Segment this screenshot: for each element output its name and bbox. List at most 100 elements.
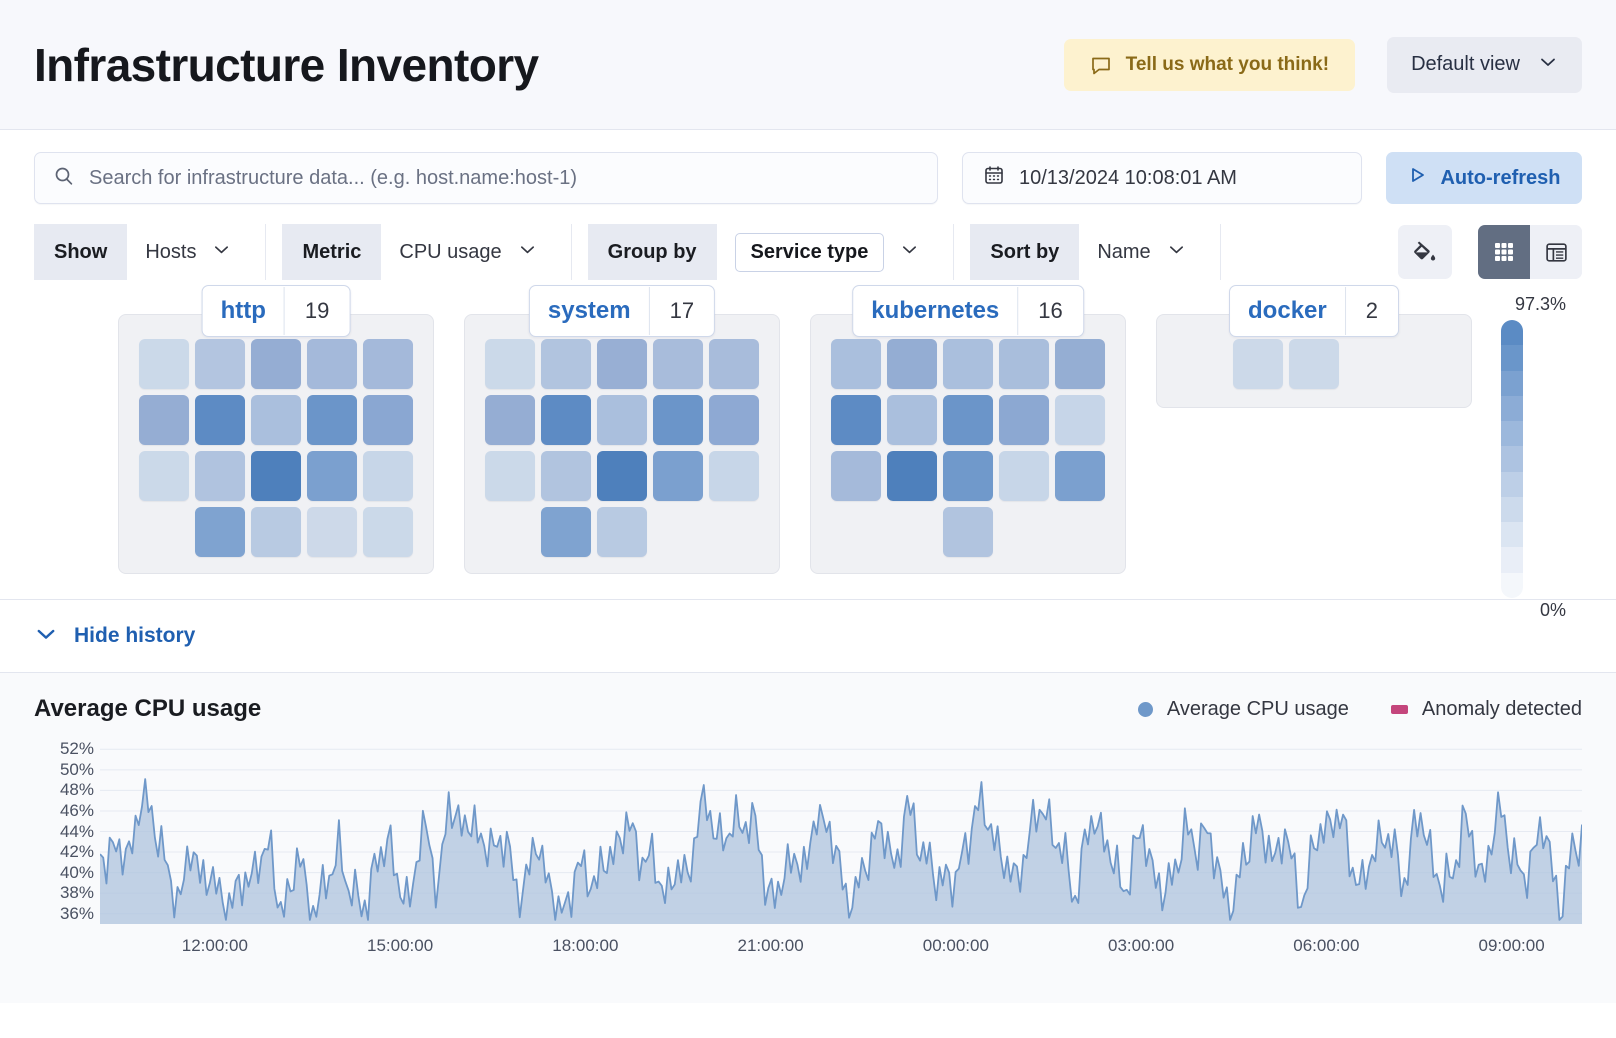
host-cell[interactable] bbox=[831, 339, 881, 389]
host-cell[interactable] bbox=[363, 507, 413, 557]
host-cell[interactable] bbox=[251, 339, 301, 389]
group-name-link[interactable]: kubernetes bbox=[871, 297, 1000, 324]
host-cell[interactable] bbox=[195, 451, 245, 501]
legend-item-average-cpu-usage[interactable]: Average CPU usage bbox=[1137, 698, 1349, 721]
host-cell[interactable] bbox=[597, 339, 647, 389]
host-cell[interactable] bbox=[307, 395, 357, 445]
group-name-link[interactable]: docker bbox=[1248, 297, 1327, 324]
legend-step bbox=[1501, 547, 1523, 573]
group-name-link[interactable]: system bbox=[547, 297, 631, 324]
filter-show-value[interactable]: Hosts bbox=[127, 224, 249, 280]
filter-metric-label: Metric bbox=[282, 224, 382, 280]
host-cell[interactable] bbox=[139, 395, 189, 445]
default-view-button[interactable]: Default view bbox=[1387, 36, 1582, 93]
y-axis-tick: 38% bbox=[59, 883, 94, 903]
host-cell[interactable] bbox=[541, 395, 591, 445]
host-cell[interactable] bbox=[887, 451, 937, 501]
history-toggle[interactable]: Hide history bbox=[0, 600, 1616, 673]
host-cell[interactable] bbox=[541, 451, 591, 501]
waffle-grid bbox=[139, 339, 413, 557]
search-box[interactable] bbox=[34, 152, 938, 204]
host-cell[interactable] bbox=[307, 507, 357, 557]
host-cell[interactable] bbox=[195, 339, 245, 389]
x-axis-tick: 18:00:00 bbox=[552, 936, 619, 955]
play-icon bbox=[1407, 165, 1427, 191]
filter-metric-value[interactable]: CPU usage bbox=[381, 224, 554, 280]
host-cell[interactable] bbox=[999, 339, 1049, 389]
chart-body[interactable]: 52%50%48%46%44%42%40%38%36% bbox=[34, 739, 1582, 924]
host-cell[interactable] bbox=[363, 339, 413, 389]
host-cell[interactable] bbox=[831, 395, 881, 445]
host-cell[interactable] bbox=[653, 339, 703, 389]
host-cell[interactable] bbox=[485, 395, 535, 445]
feedback-button[interactable]: Tell us what you think! bbox=[1063, 38, 1356, 91]
y-axis-tick: 50% bbox=[59, 759, 94, 779]
host-cell[interactable] bbox=[485, 339, 535, 389]
host-cell[interactable] bbox=[887, 339, 937, 389]
host-cell[interactable] bbox=[999, 451, 1049, 501]
host-cell[interactable] bbox=[363, 451, 413, 501]
host-cell[interactable] bbox=[1055, 395, 1105, 445]
chart-area-fill bbox=[100, 779, 1582, 924]
host-cell[interactable] bbox=[307, 451, 357, 501]
y-axis-tick: 46% bbox=[59, 800, 94, 820]
search-input[interactable] bbox=[89, 166, 919, 190]
host-cell[interactable] bbox=[1055, 451, 1105, 501]
filter-show-value-text: Hosts bbox=[145, 240, 197, 263]
host-cell[interactable] bbox=[943, 507, 993, 557]
host-cell[interactable] bbox=[597, 451, 647, 501]
host-cell[interactable] bbox=[943, 451, 993, 501]
y-axis-tick: 40% bbox=[59, 862, 94, 882]
host-cell[interactable] bbox=[999, 395, 1049, 445]
host-cell[interactable] bbox=[943, 339, 993, 389]
grid-view-icon[interactable] bbox=[1478, 225, 1530, 279]
host-cell[interactable] bbox=[709, 395, 759, 445]
y-axis-tick: 36% bbox=[59, 903, 94, 923]
filter-group-by-value[interactable]: Service type bbox=[717, 224, 938, 280]
host-cell[interactable] bbox=[1233, 339, 1283, 389]
filter-group-by-label: Group by bbox=[587, 224, 717, 280]
filter-sort-by-value[interactable]: Name bbox=[1079, 224, 1203, 280]
chevron-down-icon bbox=[900, 240, 919, 265]
filter-group-by: Group by Service type bbox=[587, 224, 955, 280]
host-cell[interactable] bbox=[541, 507, 591, 557]
group-name-link[interactable]: http bbox=[220, 297, 266, 324]
host-cell[interactable] bbox=[485, 451, 535, 501]
host-cell[interactable] bbox=[1055, 339, 1105, 389]
auto-refresh-button[interactable]: Auto-refresh bbox=[1386, 152, 1582, 204]
host-cell[interactable] bbox=[139, 451, 189, 501]
host-cell[interactable] bbox=[653, 451, 703, 501]
host-cell[interactable] bbox=[597, 395, 647, 445]
table-view-icon[interactable] bbox=[1530, 225, 1582, 279]
host-cell[interactable] bbox=[139, 339, 189, 389]
host-cell[interactable] bbox=[363, 395, 413, 445]
host-cell[interactable] bbox=[943, 395, 993, 445]
chevron-down-icon bbox=[1538, 52, 1558, 78]
waffle-grid bbox=[1177, 339, 1451, 389]
host-cell[interactable] bbox=[709, 339, 759, 389]
host-cell[interactable] bbox=[1289, 339, 1339, 389]
host-cell[interactable] bbox=[307, 339, 357, 389]
host-cell[interactable] bbox=[195, 507, 245, 557]
legend-item-anomaly-detected[interactable]: Anomaly detected bbox=[1390, 698, 1582, 721]
date-picker[interactable]: 10/13/2024 10:08:01 AM bbox=[962, 152, 1362, 204]
host-cell[interactable] bbox=[251, 395, 301, 445]
host-cell[interactable] bbox=[887, 395, 937, 445]
host-cell[interactable] bbox=[831, 451, 881, 501]
host-cell[interactable] bbox=[251, 507, 301, 557]
host-cell[interactable] bbox=[597, 507, 647, 557]
host-cell[interactable] bbox=[195, 395, 245, 445]
host-cell[interactable] bbox=[709, 451, 759, 501]
history-chart-panel: Average CPU usage Average CPU usage Anom… bbox=[0, 673, 1616, 1003]
host-cell[interactable] bbox=[251, 451, 301, 501]
x-axis-tick: 00:00:00 bbox=[922, 936, 989, 955]
host-cell[interactable] bbox=[653, 395, 703, 445]
paint-bucket-icon[interactable] bbox=[1398, 225, 1452, 279]
host-cell[interactable] bbox=[541, 339, 591, 389]
filter-sort-by: Sort by Name bbox=[970, 224, 1221, 280]
